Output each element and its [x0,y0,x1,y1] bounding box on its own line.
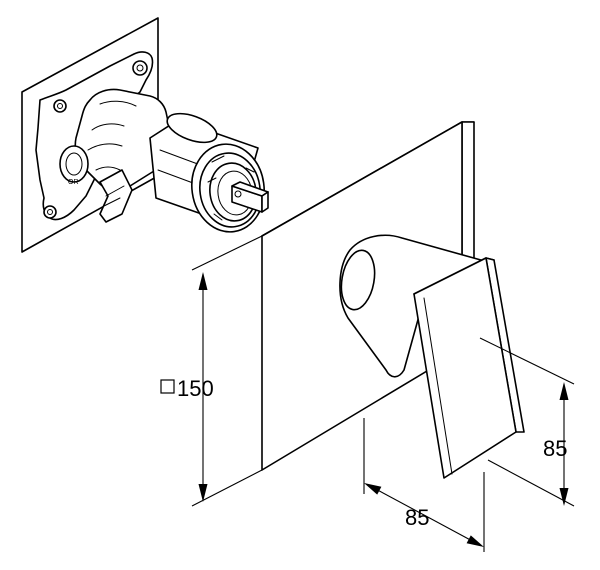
handle-body [339,234,489,378]
dimension-handle-depth: 85 [363,418,485,552]
dimension-plate-size: 150 [160,235,263,507]
square-symbol [160,379,175,394]
handle-base [340,249,376,311]
handle-depth-label: 85 [405,505,429,530]
handle-height-label: 85 [543,436,567,461]
valve-housing [74,88,174,192]
handle-blade-face [413,257,517,479]
bracket-screw-top-left [53,99,67,113]
bracket-screw-top-right [132,60,148,76]
spindle [231,181,269,213]
concealed-valve-body: OR [21,17,269,253]
dimension-handle-height: 85 [479,337,575,507]
plate-size-label: 150 [177,376,214,401]
stop-lever [99,169,133,223]
lever-handle [339,234,525,479]
port-boss: OR [59,145,89,186]
bracket-screw-bottom-left [43,205,57,219]
valve-mark: OR [68,179,79,186]
